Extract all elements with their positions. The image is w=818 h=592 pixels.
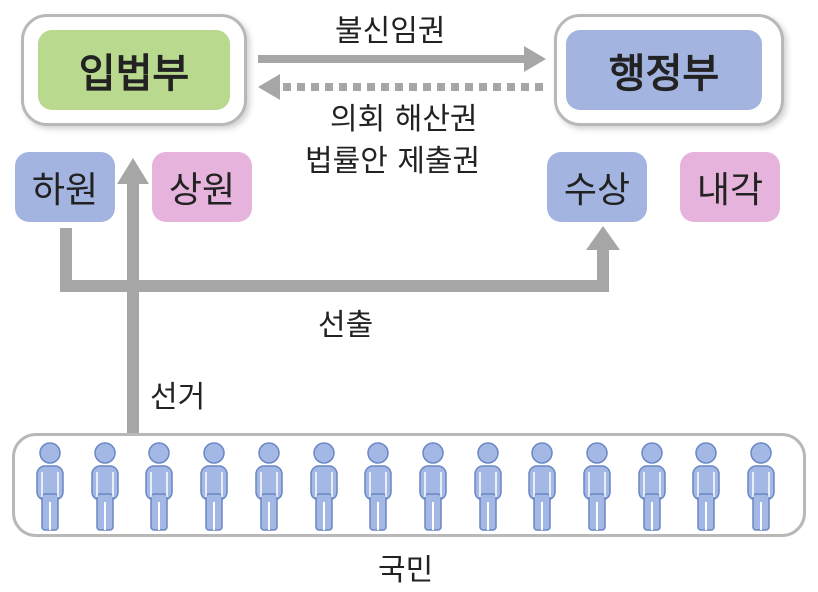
cabinet-label: 내각 [696,170,764,211]
person-icon [526,442,558,532]
lower-house-label: 하원 [31,170,99,211]
person-icon [253,442,285,532]
dissolution-arrowhead [258,74,280,100]
upper-house-chip: 상원 [152,152,252,222]
prime-minister-chip: 수상 [547,152,647,222]
no-confidence-arrowhead [524,46,546,72]
person-icon [89,442,121,532]
person-icon [34,442,66,532]
person-icon [745,442,777,532]
election-label: 선거 [150,380,206,415]
person-icon [143,442,175,532]
selection-arrowhead [586,226,620,250]
cabinet-chip: 내각 [680,152,780,222]
person-icon [198,442,230,532]
person-icon [417,442,449,532]
legislature-label: 입법부 [78,51,190,97]
legislature-box: 입법부 [38,30,230,110]
prime-minister-label: 수상 [563,170,631,211]
executive-box: 행정부 [566,30,762,110]
selection-label: 선출 [318,308,374,343]
no-confidence-label: 불신임권 [335,14,446,49]
person-icon [690,442,722,532]
dissolution-label: 의회 해산권 [330,102,478,137]
people-label: 국민 [378,553,434,588]
bill-submission-label: 법률안 제출권 [305,144,481,179]
person-icon [581,442,613,532]
election-arrowhead [117,158,149,184]
executive-label: 행정부 [608,51,720,97]
person-icon [472,442,504,532]
people-box [12,433,806,537]
selection-arrow [60,228,609,292]
upper-house-label: 상원 [168,170,236,211]
person-icon [362,442,394,532]
lower-house-chip: 하원 [15,152,115,222]
person-icon [308,442,340,532]
person-icon [636,442,668,532]
